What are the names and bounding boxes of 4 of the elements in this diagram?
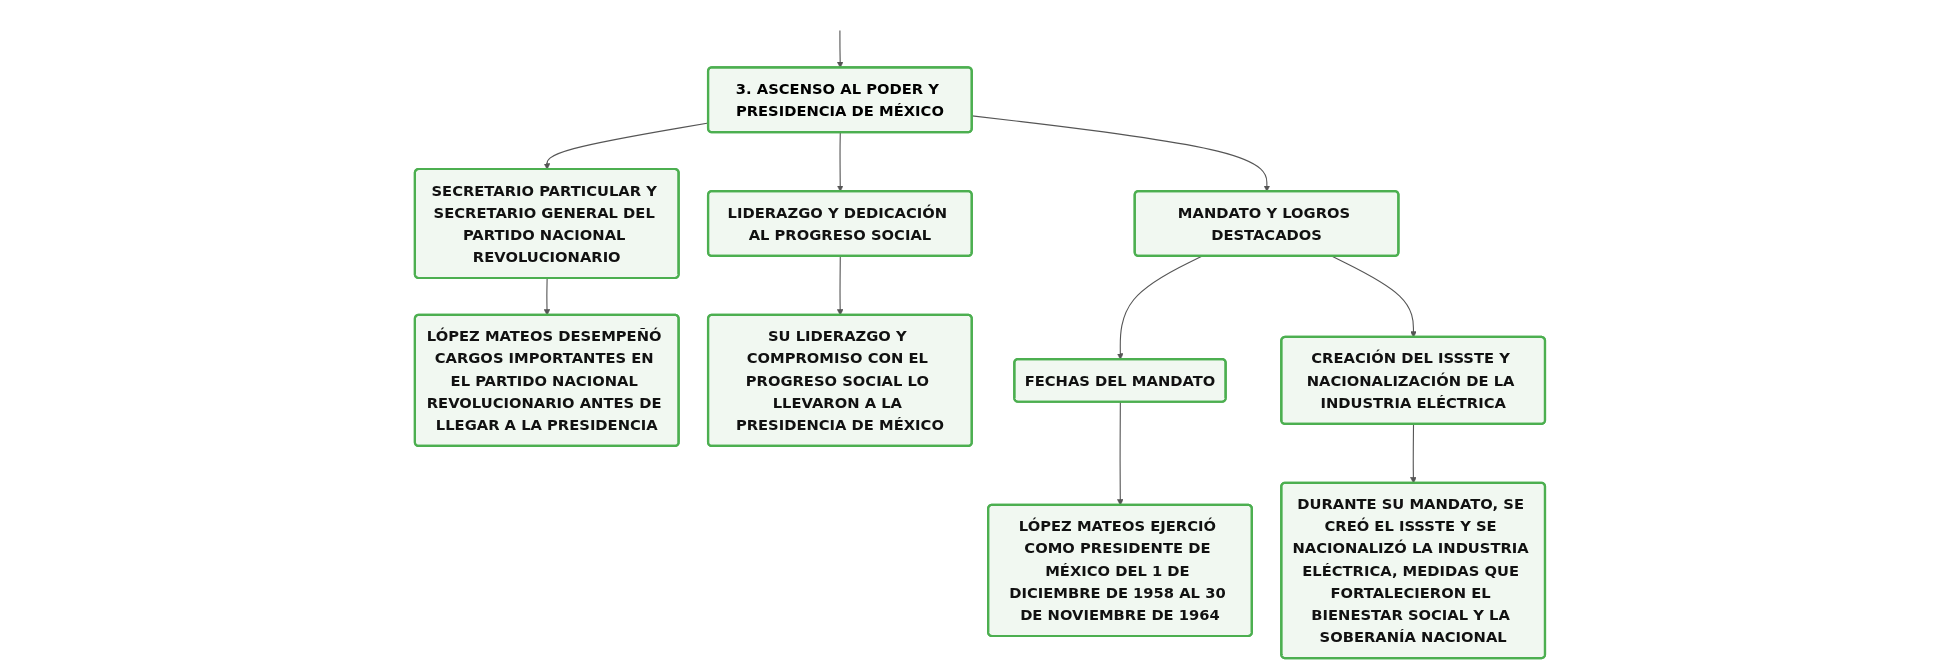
- arrow: [836, 29, 844, 68]
- arrow: [1117, 255, 1203, 360]
- arrow: [971, 115, 1271, 192]
- arrow: [837, 132, 844, 192]
